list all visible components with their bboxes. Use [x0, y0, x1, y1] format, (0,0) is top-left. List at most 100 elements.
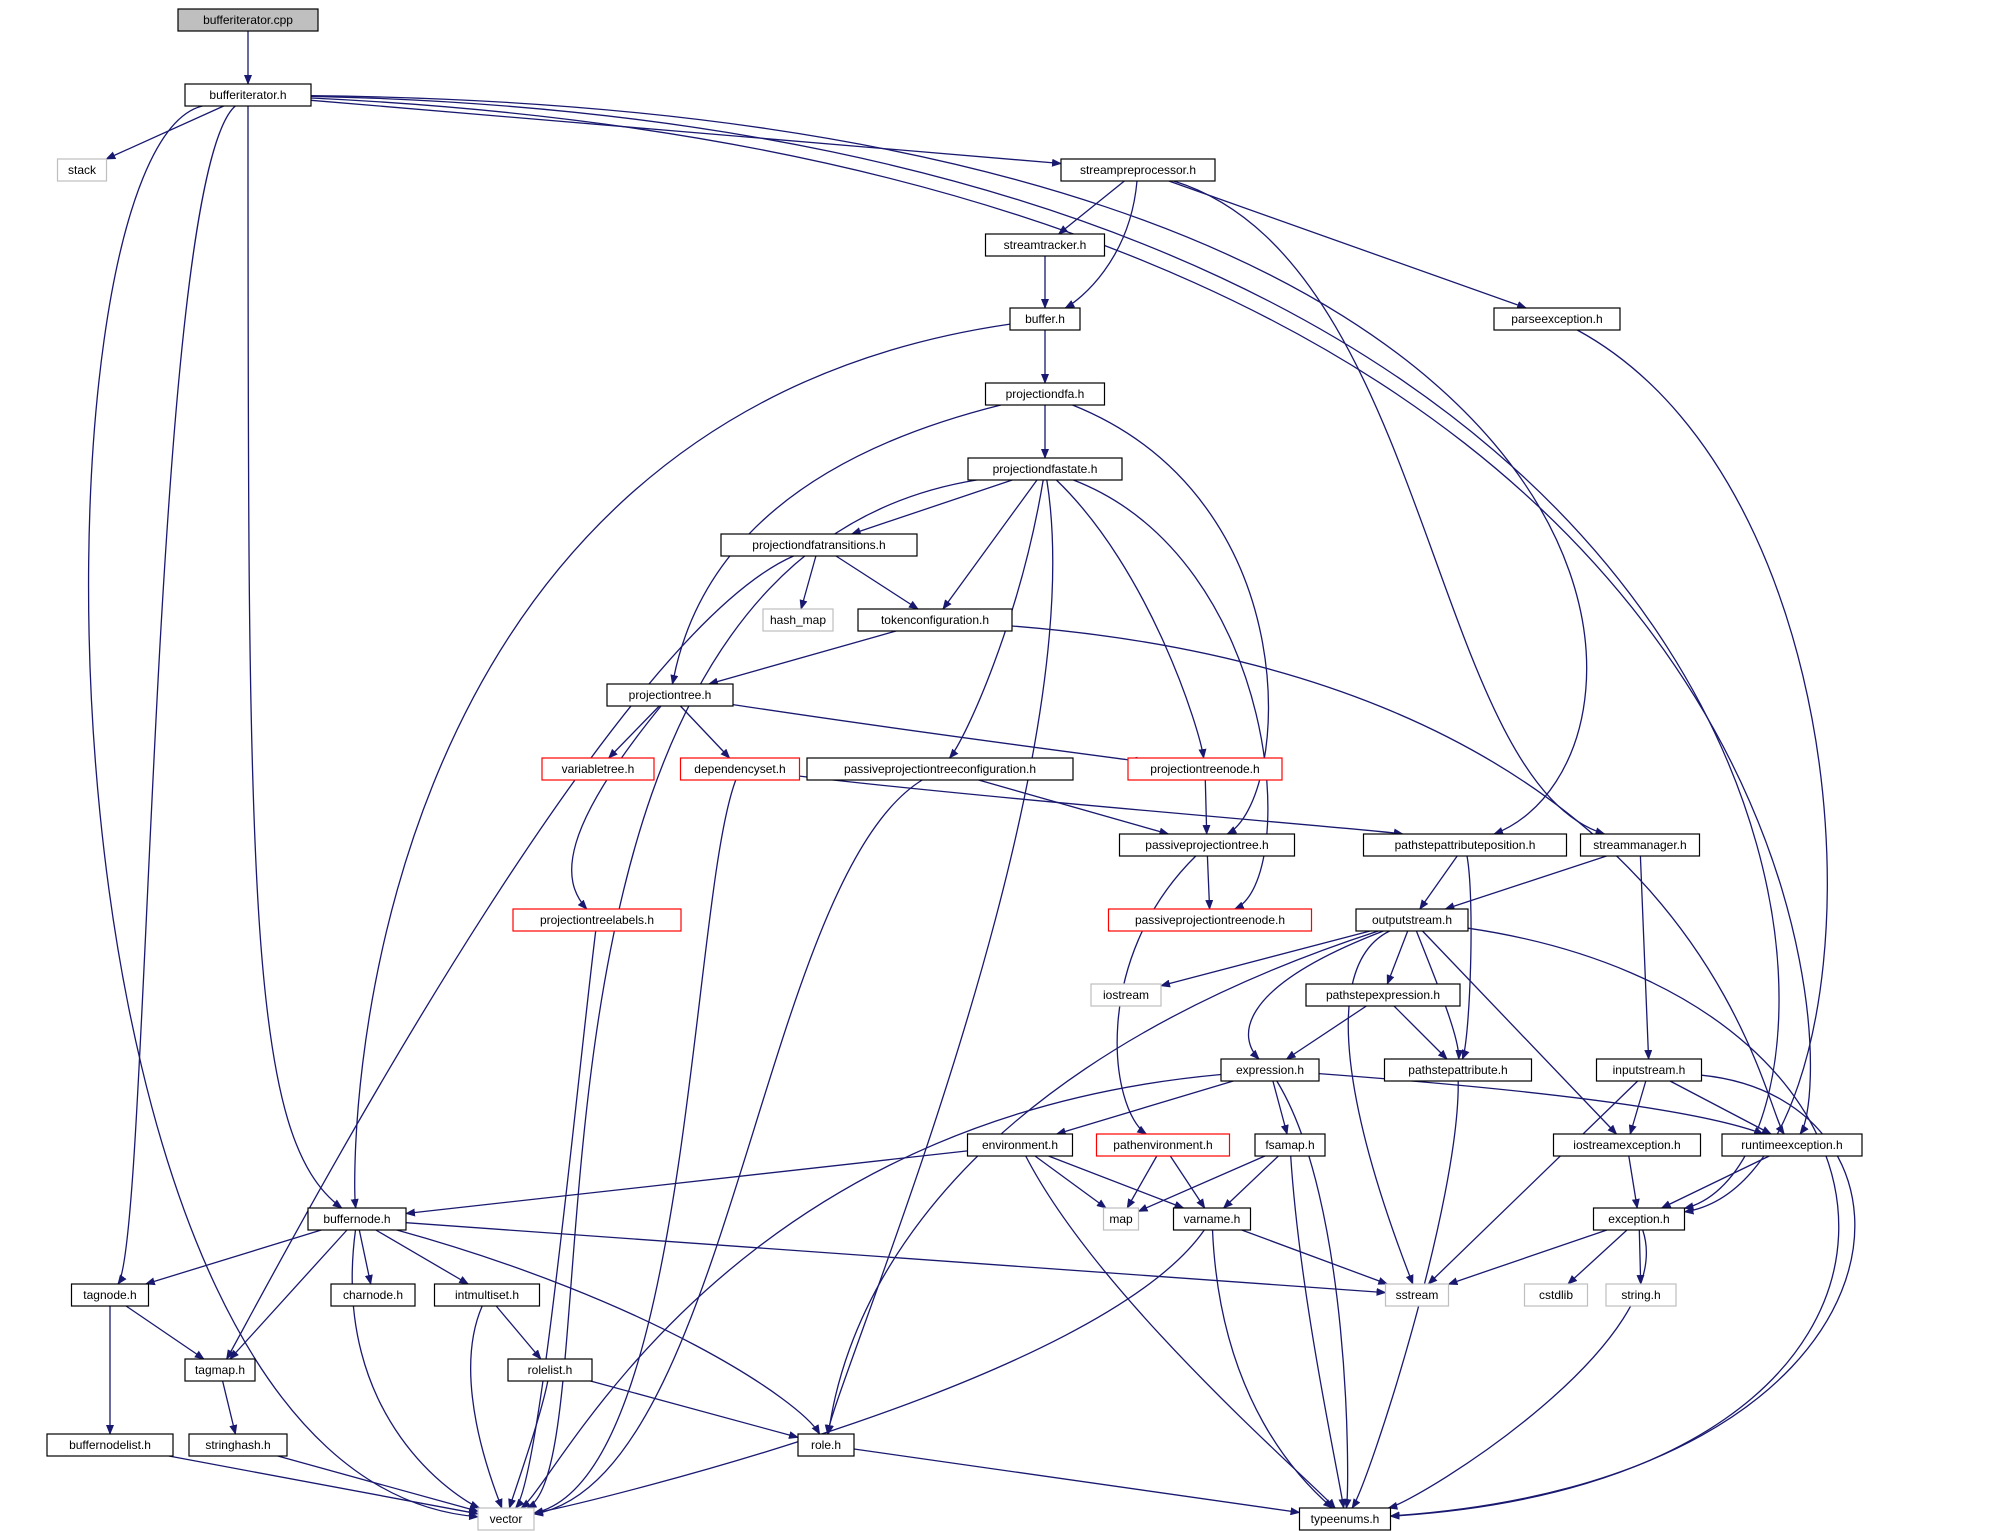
- node-outstream[interactable]: outputstream.h: [1355, 908, 1469, 932]
- node-box: [56, 158, 108, 182]
- node-tagmap[interactable]: tagmap.h: [184, 1358, 256, 1382]
- edge-streammgr-to-outstream: [1444, 855, 1607, 910]
- edge-psap-to-psattr: [1461, 855, 1472, 1060]
- edge-pathexpr-to-psattr: [1393, 1005, 1448, 1060]
- node-label: projectiondfa.h: [1006, 387, 1085, 401]
- edge-bufnode-to-sstream: [405, 1222, 1387, 1296]
- node-box: [70, 1283, 150, 1307]
- node-stringh: string.h: [1605, 1283, 1677, 1307]
- node-label: fsamap.h: [1265, 1138, 1314, 1152]
- node-exception[interactable]: exception.h: [1592, 1207, 1686, 1231]
- node-label: pathstepattribute.h: [1408, 1063, 1507, 1077]
- node-expr[interactable]: expression.h: [1220, 1058, 1320, 1082]
- node-buffer[interactable]: buffer.h: [1009, 307, 1081, 331]
- node-projnode[interactable]: projectiontreenode.h: [1127, 757, 1283, 781]
- node-label: pathstepattributeposition.h: [1395, 838, 1536, 852]
- edge-tagnode-to-tagmap: [125, 1305, 205, 1360]
- node-pathenv[interactable]: pathenvironment.h: [1095, 1133, 1231, 1157]
- node-intmulti[interactable]: intmultiset.h: [433, 1283, 541, 1307]
- node-bufnode[interactable]: buffernode.h: [307, 1207, 407, 1231]
- edge-pdfatrans-to-hashmap: [799, 555, 817, 610]
- node-box: [1127, 757, 1283, 781]
- node-root[interactable]: bufferiterator.cpp: [177, 8, 319, 32]
- edge-exception-to-sstream: [1447, 1229, 1608, 1286]
- node-varname[interactable]: varname.h: [1172, 1207, 1252, 1231]
- edge-tokenconf-to-rtexc: [1011, 625, 1785, 1135]
- edge-expr-to-vector: [520, 1073, 1222, 1509]
- node-streammgr[interactable]: streammanager.h: [1579, 833, 1701, 857]
- node-vartree[interactable]: variabletree.h: [541, 757, 655, 781]
- node-bufnodelist[interactable]: buffernodelist.h: [46, 1433, 174, 1457]
- node-label: projectiontree.h: [629, 688, 712, 702]
- node-streampre[interactable]: streampreprocessor.h: [1060, 158, 1216, 182]
- edge-pdfa-to-projtree: [670, 404, 1002, 685]
- node-passtree[interactable]: passiveprojectiontree.h: [1118, 833, 1296, 857]
- edge-outstream-to-ioexc: [1422, 930, 1618, 1135]
- node-pathexpr[interactable]: pathstepexpression.h: [1305, 983, 1461, 1007]
- edge-projnode-to-passtree: [1202, 779, 1211, 835]
- node-label: map: [1109, 1212, 1133, 1226]
- edge-passtree-to-passnode: [1205, 855, 1214, 910]
- node-box: [307, 1207, 407, 1231]
- node-label: projectiondfatransitions.h: [752, 538, 885, 552]
- node-label: parseexception.h: [1511, 312, 1602, 326]
- edge-varname-to-sstream: [1241, 1229, 1389, 1285]
- edge-bufnode-to-tagnode: [144, 1229, 322, 1286]
- edge-pdfastate-to-projnode: [1055, 479, 1207, 759]
- node-box: [1254, 1133, 1326, 1157]
- node-passconf[interactable]: passiveprojectiontreeconfiguration.h: [806, 757, 1074, 781]
- node-rtexc[interactable]: runtimeexception.h: [1721, 1133, 1863, 1157]
- node-projlabels[interactable]: projectiontreelabels.h: [512, 908, 682, 932]
- node-box: [1172, 1207, 1252, 1231]
- node-stringhash[interactable]: stringhash.h: [188, 1433, 288, 1457]
- node-bufiter_h[interactable]: bufferiterator.h: [184, 83, 312, 107]
- node-box: [762, 608, 834, 632]
- edge-rtexc-to-exception: [1660, 1155, 1770, 1209]
- node-charnode[interactable]: charnode.h: [330, 1283, 416, 1307]
- node-label: iostreamexception.h: [1573, 1138, 1680, 1152]
- edge-fsamap-to-typeenums: [1290, 1155, 1347, 1509]
- node-label: buffernodelist.h: [69, 1438, 151, 1452]
- node-depset[interactable]: dependencyset.h: [679, 757, 801, 781]
- node-label: streammanager.h: [1593, 838, 1686, 852]
- edge-bufiter_h-to-tagnode: [117, 105, 236, 1285]
- node-role[interactable]: role.h: [797, 1433, 855, 1457]
- node-pdfatrans[interactable]: projectiondfatransitions.h: [720, 533, 918, 557]
- node-tokenconf[interactable]: tokenconfiguration.h: [857, 608, 1013, 632]
- node-box: [512, 908, 682, 932]
- node-ioexc[interactable]: iostreamexception.h: [1552, 1133, 1702, 1157]
- node-cstdlib: cstdlib: [1523, 1283, 1589, 1307]
- node-box: [679, 757, 801, 781]
- node-projtree[interactable]: projectiontree.h: [606, 683, 734, 707]
- node-label: runtimeexception.h: [1741, 1138, 1842, 1152]
- edge-psap-to-outstream: [1419, 855, 1458, 910]
- edge-passconf-to-vector: [533, 779, 923, 1517]
- node-label: stack: [68, 163, 97, 177]
- node-parseexc[interactable]: parseexception.h: [1493, 307, 1621, 331]
- node-fsamap[interactable]: fsamap.h: [1254, 1133, 1326, 1157]
- node-box: [177, 8, 319, 32]
- node-box: [541, 757, 655, 781]
- node-box: [1384, 1283, 1450, 1307]
- edge-instream-to-sstream: [1427, 1080, 1639, 1285]
- edge-bufnodelist-to-vector: [168, 1455, 479, 1517]
- node-passnode[interactable]: passiveprojectiontreenode.h: [1107, 908, 1313, 932]
- node-box: [1220, 1058, 1320, 1082]
- edge-varname-to-typeenums: [1211, 1229, 1334, 1509]
- node-instream[interactable]: inputstream.h: [1595, 1058, 1703, 1082]
- node-pdfa[interactable]: projectiondfa.h: [984, 382, 1106, 406]
- node-env[interactable]: environment.h: [966, 1133, 1074, 1157]
- node-box: [184, 83, 312, 107]
- node-pdfastate[interactable]: projectiondfastate.h: [967, 457, 1123, 481]
- node-label: cstdlib: [1539, 1288, 1573, 1302]
- edge-psattr-to-typeenums: [1351, 1080, 1459, 1509]
- node-psap[interactable]: pathstepattributeposition.h: [1362, 833, 1568, 857]
- node-psattr[interactable]: pathstepattribute.h: [1383, 1058, 1533, 1082]
- node-label: string.h: [1621, 1288, 1660, 1302]
- node-tagnode[interactable]: tagnode.h: [70, 1283, 150, 1307]
- edge-outstream-to-sstream: [1347, 930, 1414, 1285]
- node-streamtracker[interactable]: streamtracker.h: [984, 233, 1106, 257]
- node-rolelist[interactable]: rolelist.h: [507, 1358, 593, 1382]
- edge-pdfastate-to-passconf: [948, 479, 1044, 759]
- node-typeenums[interactable]: typeenums.h: [1298, 1507, 1392, 1531]
